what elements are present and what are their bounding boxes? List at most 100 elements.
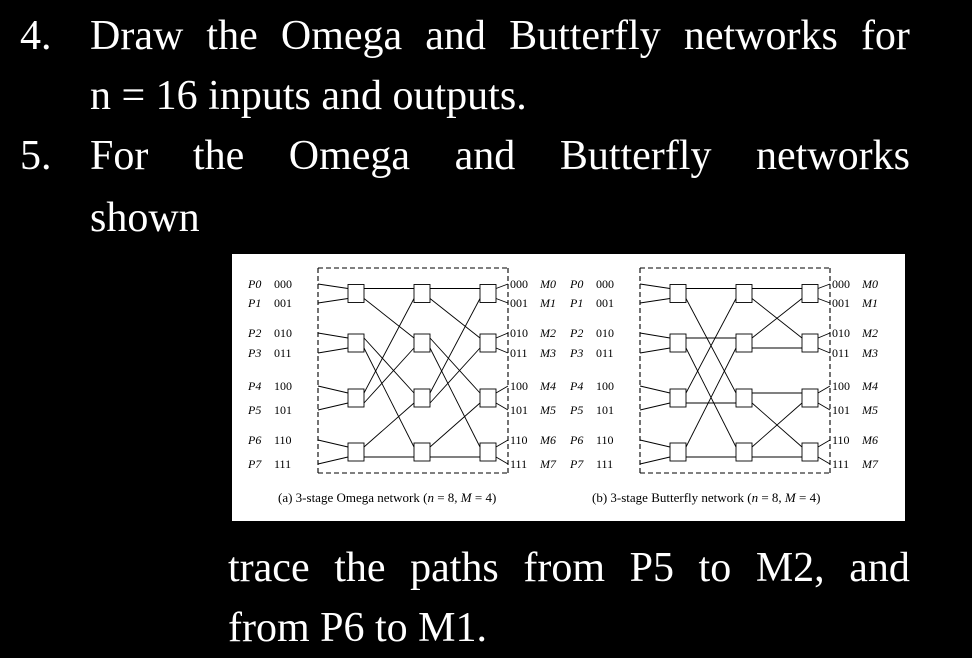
interstage-wire: [429, 347, 481, 448]
output-wire: [817, 402, 831, 411]
input-label: P0: [247, 277, 261, 291]
word: paths: [410, 545, 499, 591]
output-code: 001: [510, 296, 528, 310]
interstage-wire: [429, 402, 481, 448]
switch: [801, 333, 819, 353]
output-wire: [495, 385, 509, 394]
figure-caption: (a) 3-stage Omega network (n = 8, M = 4): [278, 490, 496, 505]
interstage-wire: [363, 298, 415, 394]
switch: [347, 333, 365, 353]
output-code: 100: [832, 379, 850, 393]
word: from: [523, 545, 605, 591]
word: the: [334, 545, 386, 591]
output-wire: [495, 283, 509, 289]
input-label: P4: [569, 379, 583, 393]
output-code: 101: [510, 403, 528, 417]
word: Butterfly: [509, 13, 661, 59]
input-code: 101: [596, 403, 614, 417]
input-code: 000: [274, 277, 292, 291]
input-wire: [317, 347, 349, 354]
input-wire: [317, 439, 349, 448]
output-code: 110: [510, 433, 528, 447]
output-label: M7: [539, 457, 557, 471]
question-5-number: 5.: [20, 133, 52, 179]
input-wire: [639, 402, 671, 411]
switch: [801, 442, 819, 462]
input-code: 100: [596, 379, 614, 393]
word: for: [860, 13, 910, 59]
switch: [801, 284, 819, 303]
output-label: M5: [539, 403, 556, 417]
input-code: 001: [596, 296, 614, 310]
input-label: P2: [569, 326, 583, 340]
interstage-wire: [363, 337, 415, 394]
word: networks: [683, 13, 838, 59]
interstage-wire: [685, 347, 737, 448]
switch: [347, 284, 365, 303]
interstage-wire: [685, 298, 737, 394]
switch: [413, 284, 431, 303]
input-wire: [639, 385, 671, 394]
figure-caption: (b) 3-stage Butterfly network (n = 8, M …: [592, 490, 820, 505]
output-wire: [495, 332, 509, 339]
interstage-wire: [429, 298, 481, 339]
interstage-wire: [751, 402, 803, 448]
output-code: 111: [832, 457, 849, 471]
word: to: [698, 545, 732, 591]
interstage-wire: [429, 347, 481, 404]
switch: [735, 333, 753, 353]
input-code: 010: [596, 326, 614, 340]
output-label: M6: [539, 433, 556, 447]
switch: [735, 388, 753, 408]
output-label: M2: [539, 326, 556, 340]
input-code: 111: [596, 457, 613, 471]
input-code: 101: [274, 403, 292, 417]
input-wire: [639, 439, 671, 448]
interstage-wire: [429, 337, 481, 394]
interstage-wire: [429, 298, 481, 394]
output-label: M6: [861, 433, 878, 447]
question-5-line-2: shown: [90, 195, 200, 241]
switch: [669, 442, 687, 462]
output-label: M0: [861, 277, 878, 291]
output-label: M1: [861, 296, 878, 310]
word: Omega: [288, 133, 411, 179]
input-wire: [317, 283, 349, 289]
input-wire: [639, 283, 671, 289]
input-code: 011: [274, 346, 292, 360]
question-4-line-1: Draw the Omega and Butterfly networks fo…: [90, 6, 910, 66]
output-code: 101: [832, 403, 850, 417]
output-wire: [495, 347, 509, 354]
switch: [479, 388, 497, 408]
output-wire: [495, 456, 509, 465]
input-label: P3: [247, 346, 261, 360]
switch: [413, 442, 431, 462]
input-label: P7: [569, 457, 584, 471]
input-wire: [317, 385, 349, 394]
input-label: P4: [247, 379, 261, 393]
switch: [801, 388, 819, 408]
continuation-line-2: from P6 to M1.: [228, 605, 488, 651]
input-code: 111: [274, 457, 291, 471]
interstage-wire: [363, 347, 415, 448]
output-code: 010: [510, 326, 528, 340]
input-label: P6: [247, 433, 261, 447]
switch: [669, 333, 687, 353]
output-code: 011: [510, 346, 528, 360]
output-wire: [495, 402, 509, 411]
question-4-number: 4.: [20, 13, 52, 59]
input-wire: [639, 298, 671, 304]
output-wire: [817, 456, 831, 465]
input-label: P1: [247, 296, 261, 310]
input-code: 110: [274, 433, 292, 447]
output-wire: [817, 332, 831, 339]
word: For: [90, 133, 149, 179]
input-wire: [317, 402, 349, 411]
input-wire: [317, 298, 349, 304]
input-wire: [317, 332, 349, 339]
input-label: P5: [247, 403, 261, 417]
output-label: M7: [861, 457, 879, 471]
switch: [735, 284, 753, 303]
input-label: P6: [569, 433, 583, 447]
output-wire: [817, 347, 831, 354]
